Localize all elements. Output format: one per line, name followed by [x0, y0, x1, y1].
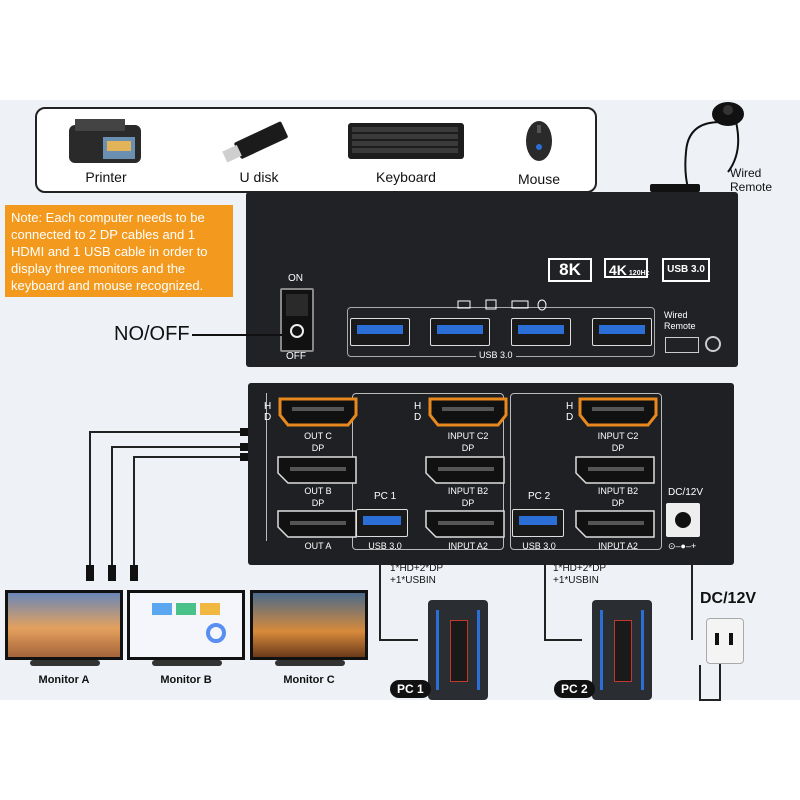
usb-in-pc1[interactable]	[356, 509, 408, 537]
usb-port-1[interactable]	[350, 318, 410, 346]
switch-callout-line	[192, 334, 286, 336]
note-box: Note: Each computer needs to be connecte…	[5, 205, 233, 297]
switch-callout-label: NO/OFF	[114, 323, 190, 345]
power-rocker-switch[interactable]	[280, 288, 314, 352]
cable-note-pc1: 1*HD+2*DP +1*USBIN	[390, 563, 444, 586]
usb-group-label: USB 3.0	[476, 350, 516, 360]
hdmi-out-c[interactable]	[278, 397, 358, 427]
monitor-a-label: Monitor A	[38, 674, 90, 686]
badge-4k-text: 4K	[609, 262, 627, 278]
peripherals-panel: Printer U disk Keyboard Mouse	[35, 107, 597, 193]
dc-port-label: DC/12V	[668, 487, 704, 498]
dc-polarity: ⊙–●–+	[668, 541, 697, 551]
dp-label-a2-pc2: DP	[611, 498, 625, 508]
dp-out-b[interactable]	[276, 455, 358, 485]
input-b2-label-pc2: INPUT B2	[597, 486, 639, 496]
power-adapter	[706, 618, 744, 664]
section-pc2	[510, 393, 662, 550]
dp-input-b2-pc2[interactable]	[574, 455, 656, 485]
pc2-section-label: PC 2	[528, 491, 551, 502]
monitor-c-screen	[250, 590, 368, 660]
hdmi-input-c2-pc1[interactable]	[428, 397, 508, 427]
dp-label-out-b: DP	[311, 443, 325, 453]
pc1-section-label: PC 1	[374, 491, 397, 502]
dp-label-b2-pc1: DP	[461, 443, 475, 453]
out-a-label: OUT A	[304, 541, 332, 551]
monitor-a-screen	[5, 590, 123, 660]
badge-8k: 8K	[548, 258, 592, 282]
switch-off-label: OFF	[286, 351, 306, 362]
hd-letters-out: H D	[264, 401, 272, 423]
monitor-c-stand	[275, 660, 345, 666]
usb30-label-pc1: USB 3.0	[368, 541, 402, 551]
dp-label-b2-pc2: DP	[611, 443, 625, 453]
dp-label-out-a: DP	[311, 498, 325, 508]
printer-icon	[69, 119, 141, 163]
hd-letters-pc2: H D	[566, 401, 574, 423]
monitor-a-stand	[30, 660, 100, 666]
input-c2-label-pc2: INPUT C2	[597, 431, 639, 441]
monitor-b-label: Monitor B	[160, 674, 212, 686]
monitor-b-stand	[152, 660, 222, 666]
peripheral-label-u-disk: U disk	[239, 169, 279, 185]
dp-label-a2-pc1: DP	[461, 498, 475, 508]
keyboard-icon	[348, 123, 464, 159]
hd-letters-pc1: H D	[414, 401, 422, 423]
dp-input-a2-pc1[interactable]	[424, 509, 506, 539]
input-b2-label-pc1: INPUT B2	[447, 486, 489, 496]
wired-remote-port-label: Wired Remote	[664, 310, 696, 331]
badge-usb3: USB 3.0	[662, 258, 710, 282]
badge-120hz-text: 120Hz	[628, 270, 650, 277]
kvm-back-panel: H D OUT C DP OUT B DP OUT A H D INPUT C2…	[248, 383, 734, 565]
peripheral-label-printer: Printer	[85, 169, 127, 185]
pc2-label: PC 2	[554, 680, 595, 698]
pc1-label: PC 1	[390, 680, 431, 698]
pc1-tower	[428, 600, 488, 700]
wired-remote-cable	[650, 102, 744, 192]
dp-out-a[interactable]	[276, 509, 358, 539]
usb-in-pc2[interactable]	[512, 509, 564, 537]
dp-input-a2-pc2[interactable]	[574, 509, 656, 539]
pc2-tower	[592, 600, 652, 700]
power-label: DC/12V	[700, 590, 757, 607]
usb-drive-icon	[222, 121, 288, 163]
wired-remote-port[interactable]	[665, 337, 699, 353]
switch-on-label: ON	[288, 273, 303, 284]
hdmi-input-c2-pc2[interactable]	[578, 397, 658, 427]
usb30-label-pc2: USB 3.0	[522, 541, 556, 551]
monitor-c-label: Monitor C	[283, 674, 335, 686]
usb-port-4[interactable]	[592, 318, 652, 346]
input-a2-label-pc2: INPUT A2	[598, 541, 638, 551]
cable-note-pc2: 1*HD+2*DP +1*USBIN	[553, 563, 607, 586]
mouse-icon	[526, 121, 552, 161]
peripheral-label-keyboard: Keyboard	[376, 169, 436, 185]
dc-power-jack[interactable]	[666, 503, 700, 537]
dp-input-b2-pc1[interactable]	[424, 455, 506, 485]
wired-remote-label-top: Wired Remote	[730, 166, 773, 194]
out-b-label: OUT B	[304, 486, 332, 496]
section-outputs	[266, 393, 367, 541]
peripheral-label-mouse: Mouse	[517, 171, 561, 187]
input-a2-label-pc1: INPUT A2	[448, 541, 488, 551]
usb-port-3[interactable]	[511, 318, 571, 346]
monitor-b-screen	[127, 590, 245, 660]
usb-function-icons	[457, 299, 547, 311]
usb-port-2[interactable]	[430, 318, 490, 346]
remote-jack[interactable]	[705, 336, 721, 352]
input-c2-label-pc1: INPUT C2	[447, 431, 489, 441]
out-c-label: OUT C	[304, 431, 332, 441]
